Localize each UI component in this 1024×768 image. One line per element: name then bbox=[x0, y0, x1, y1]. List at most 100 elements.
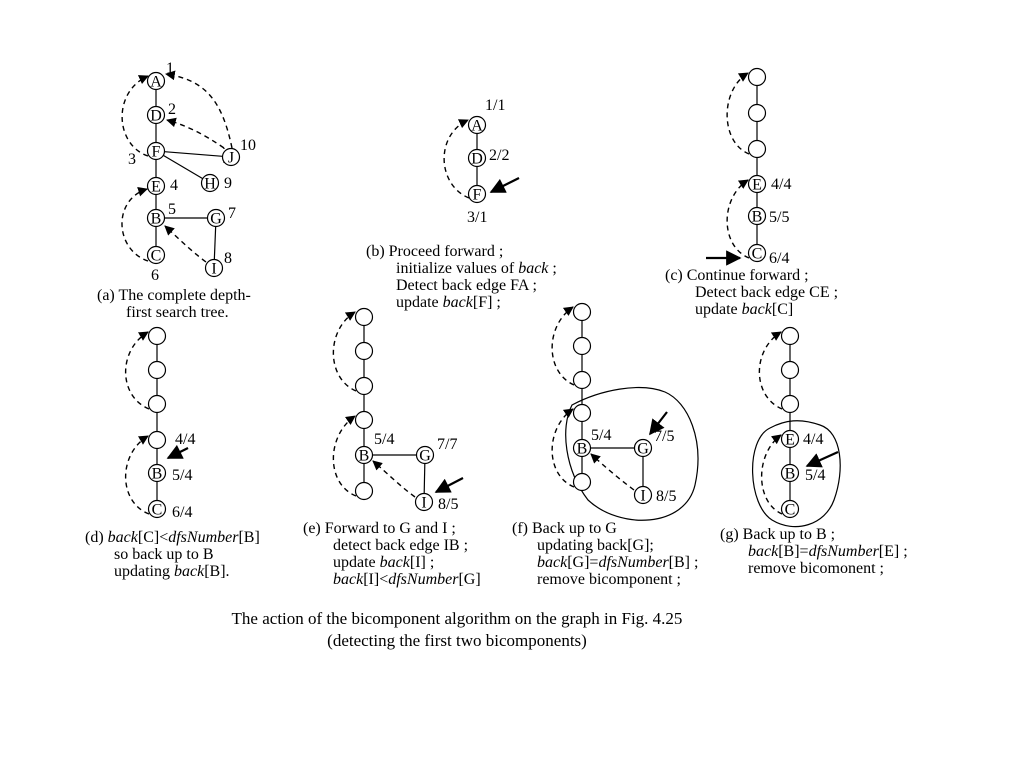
panel-a-node-D-number: 2 bbox=[168, 101, 176, 118]
panel-b-caption-line-3: Detect back edge FA ; bbox=[396, 277, 537, 294]
panel-b-node-F: F bbox=[467, 184, 487, 204]
panel-f-caption-line-2: updating back[G]; bbox=[537, 537, 654, 554]
panel-f-back-edge-I-B bbox=[590, 453, 635, 491]
panel-b-node-D-number: 2/2 bbox=[489, 147, 509, 164]
panel-e-node-B-label: B bbox=[359, 448, 370, 465]
panel-a-caption-line-1: (a) The complete depth- bbox=[97, 287, 251, 304]
panel-e-caption-line-1: (e) Forward to G and I ; bbox=[303, 520, 456, 537]
panel-d-node-n4-number: 4/4 bbox=[175, 431, 195, 448]
panel-f-node-n4 bbox=[572, 403, 592, 423]
panel-g-node-n1 bbox=[780, 326, 800, 346]
panel-e-caption-line-3: update back[I] ; bbox=[333, 554, 434, 571]
panel-a-node-C-number: 6 bbox=[151, 267, 159, 284]
panel-g-node-B-number: 5/4 bbox=[805, 467, 825, 484]
panel-b-node-A-number: 1/1 bbox=[485, 97, 505, 114]
panel-d-caption-line-3: updating back[B]. bbox=[114, 563, 230, 580]
panel-a-back-edge-J-A bbox=[165, 70, 233, 149]
panel-d-current-node-arrow bbox=[166, 444, 189, 459]
panel-e-caption-line-4: back[I]<dfsNumber[G] bbox=[333, 571, 481, 588]
panel-a-tree-edge-F-J bbox=[164, 151, 223, 157]
panel-g-current-node-arrow bbox=[805, 450, 839, 468]
panel-d-node-n2 bbox=[147, 360, 167, 380]
panel-c-node-B-label: B bbox=[752, 209, 763, 226]
panel-d-node-C-number: 6/4 bbox=[172, 504, 192, 521]
panel-f-node-I-number: 8/5 bbox=[656, 488, 676, 505]
panel-f-back-edge-n3-n1 bbox=[551, 306, 575, 386]
panel-g-node-n2 bbox=[780, 360, 800, 380]
panel-f-node-n2 bbox=[572, 336, 592, 356]
panel-f-node-I-label: I bbox=[640, 488, 645, 505]
panel-f-node-G: G bbox=[633, 438, 653, 458]
panel-b-node-F-number: 3/1 bbox=[467, 209, 487, 226]
panel-c-node-B-number: 5/5 bbox=[769, 209, 789, 226]
panel-e-node-G-label: G bbox=[419, 448, 431, 465]
panel-g-bicomponent-outline bbox=[752, 420, 841, 528]
panel-b-caption-line-2: initialize values of back ; bbox=[396, 260, 557, 277]
panel-a-node-A-label: A bbox=[150, 74, 162, 91]
panel-b-back-edge-F-A bbox=[443, 119, 470, 199]
panel-c-back-edge-C-E bbox=[726, 179, 750, 259]
panel-a-back-edge-J-D bbox=[166, 117, 225, 149]
panel-c-node-B: B bbox=[747, 206, 767, 226]
panel-a-node-I-number: 8 bbox=[224, 250, 232, 267]
panel-f-node-B-number: 5/4 bbox=[591, 427, 611, 444]
panel-a-node-F: F bbox=[146, 141, 166, 161]
panel-g-node-E-number: 4/4 bbox=[803, 431, 823, 448]
panel-f-node-G-number: 7/5 bbox=[654, 428, 674, 445]
figure-caption-line1: The action of the bicomponent algorithm … bbox=[232, 609, 683, 628]
panel-e-node-n4 bbox=[354, 410, 374, 430]
panel-c-node-C-label: C bbox=[752, 246, 763, 263]
panel-e-node-B-number: 5/4 bbox=[374, 431, 394, 448]
panel-d-caption-line-1: (d) back[C]<dfsNumber[B] bbox=[85, 529, 260, 546]
panel-e-node-G-number: 7/7 bbox=[437, 436, 457, 453]
panel-d-back-edge-C-n4 bbox=[125, 435, 150, 515]
panel-a-node-A-number: 1 bbox=[166, 60, 174, 77]
panel-a-node-B: B bbox=[146, 208, 166, 228]
panel-f-back-edge-n5-n4 bbox=[551, 408, 575, 488]
panel-f-node-n3 bbox=[572, 370, 592, 390]
panel-a-node-I-label: I bbox=[211, 261, 216, 278]
panel-a-node-I: I bbox=[204, 258, 224, 278]
panel-c-caption-line-1: (c) Continue forward ; bbox=[665, 267, 809, 284]
panel-d-node-n3 bbox=[147, 394, 167, 414]
panel-a-node-D: D bbox=[146, 105, 166, 125]
panel-f-caption-line-3: back[G]=dfsNumber[B] ; bbox=[537, 554, 698, 571]
panel-a-node-B-number: 5 bbox=[168, 201, 176, 218]
panel-g-node-n3 bbox=[780, 394, 800, 414]
panel-a-tree-edge-F-H bbox=[163, 154, 203, 180]
panel-c-node-E-label: E bbox=[752, 177, 762, 194]
figure-caption-line2: (detecting the first two bicomponents) bbox=[327, 631, 587, 650]
panel-g-caption-line-3: remove bicomonent ; bbox=[748, 560, 884, 577]
panel-b-current-node-arrow bbox=[489, 177, 520, 193]
panel-d-caption-line-2: so back up to B bbox=[114, 546, 214, 563]
panel-a-node-B-label: B bbox=[151, 211, 162, 228]
panel-g-caption-line-2: back[B]=dfsNumber[E] ; bbox=[748, 543, 908, 560]
panel-e-caption-line-2: detect back edge IB ; bbox=[333, 537, 468, 554]
panel-a-node-G-label: G bbox=[210, 211, 222, 228]
panel-a-node-G: G bbox=[206, 208, 226, 228]
panel-b-node-D: D bbox=[467, 148, 487, 168]
panel-e-node-I: I bbox=[414, 492, 434, 512]
panel-a-node-G-number: 7 bbox=[228, 205, 236, 222]
panel-b-caption-line-1: (b) Proceed forward ; bbox=[366, 243, 503, 260]
panel-g-node-E-label: E bbox=[785, 432, 795, 449]
panel-c-node-n2 bbox=[747, 103, 767, 123]
panel-d-node-B-label: B bbox=[152, 466, 163, 483]
panel-g-node-B: B bbox=[780, 463, 800, 483]
panel-e-tree-edge-G-I bbox=[423, 463, 426, 494]
panel-f-node-B: B bbox=[572, 438, 592, 458]
panel-f-current-node-arrow bbox=[649, 411, 668, 436]
panel-g-node-C-label: C bbox=[785, 502, 796, 519]
panel-e-node-n1 bbox=[354, 307, 374, 327]
panel-d-node-n1 bbox=[147, 326, 167, 346]
panel-c-node-C: C bbox=[747, 243, 767, 263]
panel-a-node-A: A bbox=[146, 71, 166, 91]
panel-b-node-A-label: A bbox=[471, 118, 483, 135]
panel-g-back-edge-C-E bbox=[761, 434, 783, 515]
panel-d-node-C: C bbox=[147, 499, 167, 519]
panel-a-node-H-label: H bbox=[204, 176, 216, 193]
panel-c-node-n3 bbox=[747, 139, 767, 159]
panel-c-back-edge-n3-n1 bbox=[726, 72, 750, 155]
panel-e-node-I-number: 8/5 bbox=[438, 496, 458, 513]
